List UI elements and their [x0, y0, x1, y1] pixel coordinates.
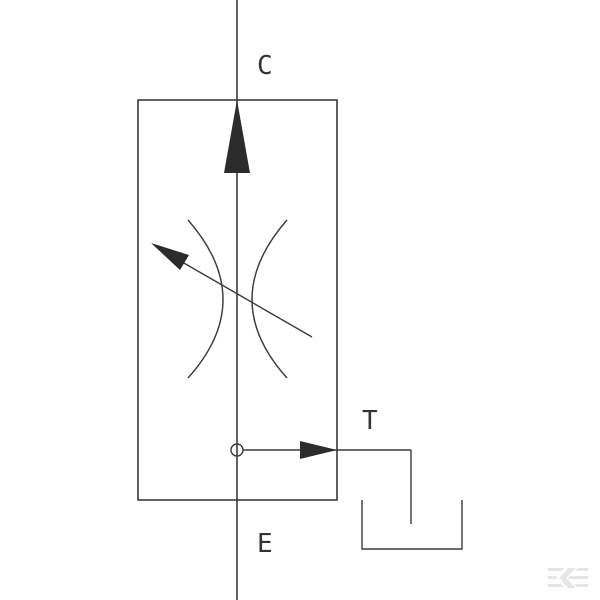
valve-body: [137, 99, 338, 501]
port-label-t: T: [362, 406, 378, 436]
tank-reservoir-icon: [361, 500, 463, 550]
port-label-c: C: [257, 51, 273, 81]
throttle-right-arc: [251, 219, 288, 379]
port-label-e: E: [257, 529, 273, 559]
adjustable-arrow-shaft: [169, 254, 313, 338]
kramp-logo-icon: [548, 566, 588, 590]
throttle-left-arc: [187, 219, 224, 379]
flow-right-arrow-icon: [300, 441, 337, 459]
adjustable-arrow-icon: [151, 243, 189, 270]
flow-up-arrow-icon: [224, 100, 250, 173]
